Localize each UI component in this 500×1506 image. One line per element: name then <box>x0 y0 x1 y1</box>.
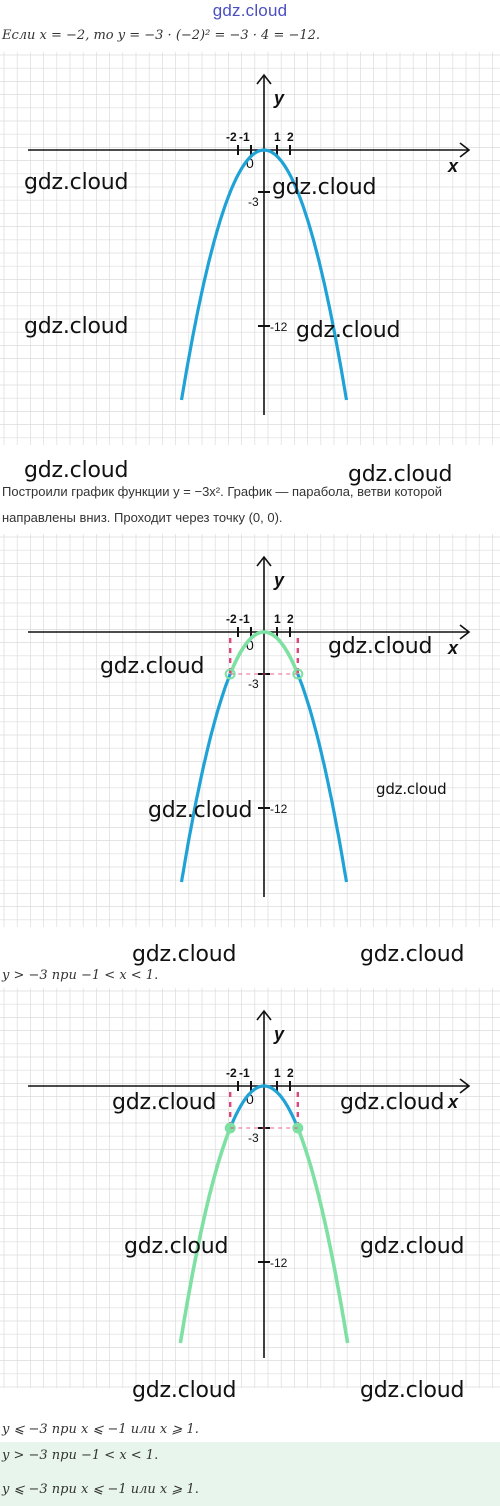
watermark: gdz.cloud <box>296 318 401 343</box>
caption-1-line-2: направлены вниз. Проходит через точку (0… <box>2 510 283 525</box>
x-tick-label: 1 <box>274 1066 281 1080</box>
watermark: gdz.cloud <box>112 1090 217 1115</box>
watermark: gdz.cloud <box>376 780 447 798</box>
x-tick-label: 2 <box>287 1066 294 1080</box>
parabola-top <box>228 1084 300 1129</box>
watermark: gdz.cloud <box>340 1090 445 1115</box>
watermark: gdz.cloud <box>132 1378 237 1403</box>
y-tick-label: -3 <box>248 1131 259 1145</box>
watermark: gdz.cloud <box>24 170 129 195</box>
y-tick-label: -12 <box>270 320 288 334</box>
grid-lines <box>0 52 500 445</box>
watermark: gdz.cloud <box>360 942 465 967</box>
x-tick-label: 1 <box>274 612 281 626</box>
x-tick-label: 2 <box>287 612 294 626</box>
watermark: gdz.cloud <box>272 175 377 200</box>
answer-line-1: y > −3 при −1 < x < 1. <box>2 1448 159 1463</box>
x-axis-arrow <box>459 1078 471 1094</box>
parabola-highlight-left <box>178 1127 232 1344</box>
y-axis-label: y <box>273 570 285 590</box>
x-tick-label: -1 <box>239 130 250 144</box>
y-tick-label: -3 <box>248 677 259 691</box>
x-axis-label: x <box>447 638 459 658</box>
watermark: gdz.cloud <box>360 1378 465 1403</box>
watermark: gdz.cloud <box>100 654 205 679</box>
x-tick-label: -1 <box>239 1066 250 1080</box>
x-tick-label: 2 <box>287 130 294 144</box>
watermark: gdz.cloud <box>360 1234 465 1259</box>
y-axis-arrow <box>256 73 272 85</box>
y-axis-arrow <box>256 555 272 567</box>
x-tick-label: 1 <box>274 130 281 144</box>
y-axis-arrow <box>256 1009 272 1021</box>
parabola-highlight <box>228 630 300 675</box>
x-tick-label: -2 <box>226 1066 237 1080</box>
origin-label: 0 <box>246 637 254 653</box>
x-tick-label: -1 <box>239 612 250 626</box>
y-tick-label: -3 <box>248 195 259 209</box>
origin-label: 0 <box>246 1091 254 1107</box>
parabola-curve <box>179 148 349 401</box>
x-axis-label: x <box>447 156 459 176</box>
origin-label: 0 <box>246 155 254 171</box>
parabola-left-branch <box>179 673 232 883</box>
y-tick-label: -12 <box>270 802 288 816</box>
x-axis-label: x <box>447 1092 459 1112</box>
caption-3: y ⩽ −3 при x ⩽ −1 или x ⩾ 1. <box>2 1422 199 1437</box>
watermark: gdz.cloud <box>328 634 433 659</box>
site-title[interactable]: gdz.cloud <box>212 1 288 20</box>
y-axis-label: y <box>273 1024 285 1044</box>
point-marker <box>292 668 304 680</box>
point-marker <box>224 668 236 680</box>
x-tick-label: -2 <box>226 130 237 144</box>
caption-1-line-1: Построили график функции y = −3x². Графи… <box>2 484 442 499</box>
y-tick-label: -12 <box>270 1256 288 1270</box>
caption-2: y > −3 при −1 < x < 1. <box>2 968 159 983</box>
x-axis-arrow <box>459 142 471 158</box>
parabola-highlight-right <box>296 1127 350 1344</box>
watermark: gdz.cloud <box>24 458 129 483</box>
watermark: gdz.cloud <box>124 1234 229 1259</box>
answer-box: y > −3 при −1 < x < 1. y ⩽ −3 при x ⩽ −1… <box>0 1442 500 1506</box>
answer-line-2: y ⩽ −3 при x ⩽ −1 или x ⩾ 1. <box>2 1482 199 1497</box>
watermark: gdz.cloud <box>348 462 453 487</box>
watermark: gdz.cloud <box>24 314 129 339</box>
grid-lines <box>0 534 500 927</box>
x-axis-arrow <box>459 624 471 640</box>
watermark: gdz.cloud <box>132 942 237 967</box>
grid-lines <box>0 988 500 1388</box>
y-axis-label: y <box>273 88 285 108</box>
watermark: gdz.cloud <box>148 798 253 823</box>
x-tick-label: -2 <box>226 612 237 626</box>
intro-text: Если x = −2, то y = −3 · (−2)² = −3 · 4 … <box>2 28 321 43</box>
parabola-right-branch <box>296 673 349 883</box>
